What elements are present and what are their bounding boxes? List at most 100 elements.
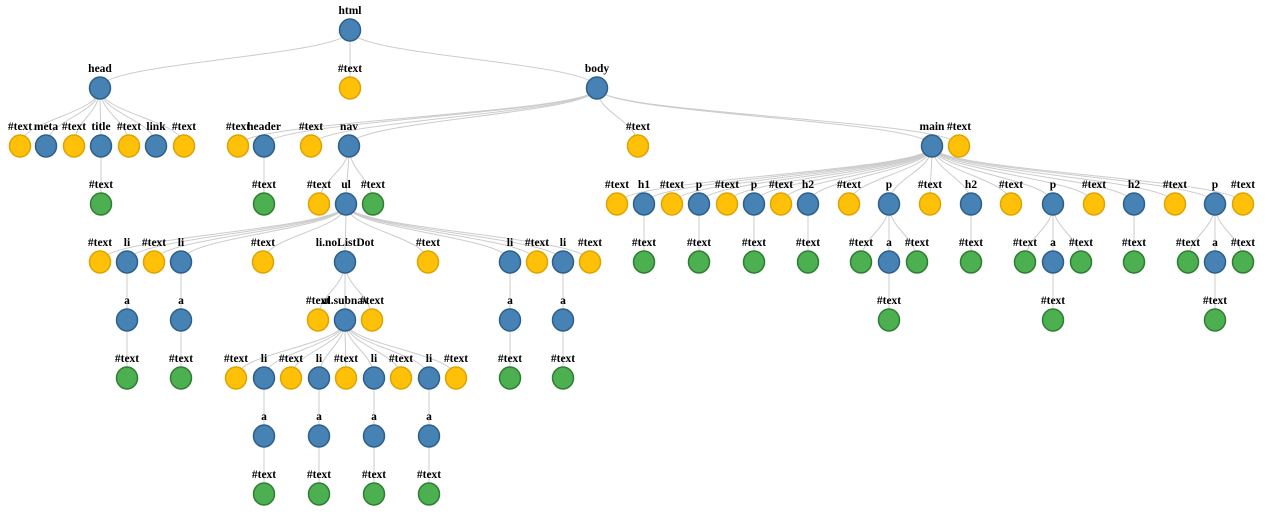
node-circle-text[interactable]	[1203, 308, 1227, 332]
node-circle-a[interactable]	[362, 424, 386, 448]
node-circle-text[interactable]	[226, 134, 250, 158]
node-circle-text[interactable]	[849, 250, 873, 274]
node-circle-h2[interactable]	[796, 192, 820, 216]
node-circle-ul-subnav[interactable]	[333, 308, 357, 332]
node-circle-text[interactable]	[62, 134, 86, 158]
node-circle-text[interactable]	[1122, 250, 1146, 274]
node-circle-text[interactable]	[918, 192, 942, 216]
node-circle-text[interactable]	[1041, 308, 1065, 332]
node-circle-text[interactable]	[389, 366, 413, 390]
node-label-meta: meta	[34, 121, 59, 133]
node-circle-text[interactable]	[338, 76, 362, 100]
node-circle-text[interactable]	[360, 308, 384, 332]
node-circle-text[interactable]	[299, 134, 323, 158]
node-circle-h2[interactable]	[959, 192, 983, 216]
node-circle-text[interactable]	[252, 192, 276, 216]
node-circle-p[interactable]	[877, 192, 901, 216]
node-circle-p[interactable]	[1203, 192, 1227, 216]
node-circle-text[interactable]	[1013, 250, 1037, 274]
node-circle-text[interactable]	[626, 134, 650, 158]
node-circle-text[interactable]	[742, 250, 766, 274]
node-circle-text[interactable]	[1163, 192, 1187, 216]
node-circle-body[interactable]	[585, 76, 609, 100]
node-circle-text[interactable]	[252, 482, 276, 506]
node-circle-text[interactable]	[362, 482, 386, 506]
node-circle-a[interactable]	[252, 424, 276, 448]
node-circle-text[interactable]	[715, 192, 739, 216]
node-circle-text[interactable]	[837, 192, 861, 216]
node-circle-text[interactable]	[498, 366, 522, 390]
node-circle-text[interactable]	[8, 134, 32, 158]
node-circle-text[interactable]	[1231, 192, 1255, 216]
node-circle-text[interactable]	[307, 482, 331, 506]
node-circle-li[interactable]	[307, 366, 331, 390]
node-circle-a[interactable]	[1041, 250, 1065, 274]
node-circle-text[interactable]	[605, 192, 629, 216]
node-circle-text[interactable]	[1231, 250, 1255, 274]
node-circle-ul[interactable]	[334, 192, 358, 216]
node-circle-text[interactable]	[687, 250, 711, 274]
node-circle-title[interactable]	[89, 134, 113, 158]
node-circle-text[interactable]	[444, 366, 468, 390]
node-circle-h1[interactable]	[632, 192, 656, 216]
node-circle-head[interactable]	[88, 76, 112, 100]
node-circle-text[interactable]	[947, 134, 971, 158]
node-circle-text[interactable]	[769, 192, 793, 216]
node-circle-li[interactable]	[169, 250, 193, 274]
node-circle-a[interactable]	[498, 308, 522, 332]
node-circle-li[interactable]	[498, 250, 522, 274]
node-circle-li[interactable]	[362, 366, 386, 390]
node-circle-p[interactable]	[1041, 192, 1065, 216]
node-circle-text[interactable]	[117, 134, 141, 158]
node-circle-text[interactable]	[1082, 192, 1106, 216]
node-circle-link[interactable]	[144, 134, 168, 158]
node-circle-text[interactable]	[361, 192, 385, 216]
node-circle-text[interactable]	[905, 250, 929, 274]
node-circle-p[interactable]	[742, 192, 766, 216]
node-circle-meta[interactable]	[34, 134, 58, 158]
node-circle-text[interactable]	[525, 250, 549, 274]
node-circle-a[interactable]	[1203, 250, 1227, 274]
node-circle-text[interactable]	[660, 192, 684, 216]
node-circle-text[interactable]	[169, 366, 193, 390]
node-circle-h2[interactable]	[1122, 192, 1146, 216]
node-circle-text[interactable]	[224, 366, 248, 390]
node-circle-a[interactable]	[307, 424, 331, 448]
node-circle-a[interactable]	[551, 308, 575, 332]
node-circle-text[interactable]	[306, 308, 330, 332]
node-circle-text[interactable]	[142, 250, 166, 274]
node-circle-text[interactable]	[88, 250, 112, 274]
node-circle-a[interactable]	[417, 424, 441, 448]
node-circle-text[interactable]	[578, 250, 602, 274]
node-circle-li-nolistdot[interactable]	[333, 250, 357, 274]
node-circle-text[interactable]	[251, 250, 275, 274]
node-circle-text[interactable]	[796, 250, 820, 274]
node-circle-text[interactable]	[877, 308, 901, 332]
node-circle-li[interactable]	[252, 366, 276, 390]
node-circle-text[interactable]	[1069, 250, 1093, 274]
node-circle-text[interactable]	[172, 134, 196, 158]
node-circle-a[interactable]	[877, 250, 901, 274]
node-circle-text[interactable]	[334, 366, 358, 390]
node-circle-text[interactable]	[279, 366, 303, 390]
node-circle-text[interactable]	[307, 192, 331, 216]
node-circle-text[interactable]	[632, 250, 656, 274]
node-circle-a[interactable]	[169, 308, 193, 332]
node-circle-html[interactable]	[338, 18, 362, 42]
node-circle-text[interactable]	[1176, 250, 1200, 274]
node-circle-li[interactable]	[417, 366, 441, 390]
node-circle-text[interactable]	[89, 192, 113, 216]
node-circle-text[interactable]	[551, 366, 575, 390]
node-circle-li[interactable]	[115, 250, 139, 274]
node-circle-text[interactable]	[417, 482, 441, 506]
node-circle-a[interactable]	[115, 308, 139, 332]
node-circle-text[interactable]	[416, 250, 440, 274]
node-circle-li[interactable]	[551, 250, 575, 274]
node-circle-main[interactable]	[920, 134, 944, 158]
node-circle-text[interactable]	[115, 366, 139, 390]
node-circle-header[interactable]	[252, 134, 276, 158]
node-circle-nav[interactable]	[337, 134, 361, 158]
node-circle-text[interactable]	[999, 192, 1023, 216]
node-circle-text[interactable]	[959, 250, 983, 274]
node-circle-p[interactable]	[687, 192, 711, 216]
